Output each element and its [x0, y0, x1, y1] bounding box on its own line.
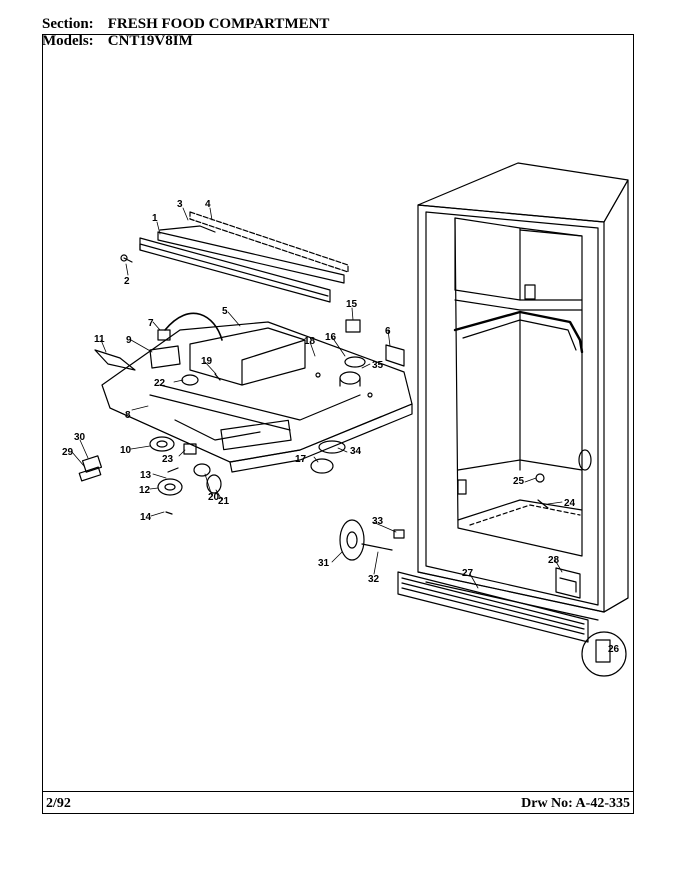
rear-rails — [139, 211, 349, 303]
models-value: CNT19V8IM — [107, 33, 193, 49]
refrigerator-cabinet — [417, 162, 629, 621]
control-housing-cover — [101, 312, 413, 473]
small-parts — [78, 254, 627, 677]
callout-16: 16 — [325, 332, 337, 343]
callout-6: 6 — [385, 326, 391, 337]
callout-10: 10 — [120, 445, 132, 456]
callout-24: 24 — [564, 498, 576, 509]
callout-3: 3 — [177, 199, 183, 210]
callout-33: 33 — [372, 516, 384, 527]
callout-28: 28 — [548, 555, 560, 566]
section-title: FRESH FOOD COMPARTMENT — [107, 16, 330, 32]
footer-rule — [42, 791, 634, 792]
callout-17: 17 — [295, 454, 307, 465]
callout-32: 32 — [368, 574, 380, 585]
callout-22: 22 — [154, 378, 166, 389]
callout-20: 20 — [208, 492, 220, 503]
callout-14: 14 — [140, 512, 152, 523]
callout-30: 30 — [74, 432, 86, 443]
section-label: Section: — [42, 16, 94, 32]
section-header: Section: FRESH FOOD COMPARTMENT — [42, 16, 329, 32]
callout-7: 7 — [148, 318, 154, 329]
footer-date: 2/92 — [46, 796, 71, 811]
callout-27: 27 — [462, 568, 474, 579]
models-label: Models: — [42, 33, 94, 49]
callout-1: 1 — [152, 213, 158, 224]
callout-34: 34 — [350, 446, 362, 457]
callout-18: 18 — [304, 336, 316, 347]
callout-23: 23 — [162, 454, 174, 465]
callout-12: 12 — [139, 485, 151, 496]
callout-21: 21 — [218, 496, 230, 507]
callout-29: 29 — [62, 447, 74, 458]
callout-11: 11 — [94, 334, 105, 345]
callout-leaders — [71, 207, 563, 589]
drawing-frame — [42, 34, 634, 814]
models-header: Models: CNT19V8IM — [42, 33, 193, 49]
callout-8: 8 — [125, 410, 131, 421]
callout-15: 15 — [346, 299, 358, 310]
callout-31: 31 — [318, 558, 330, 569]
callout-35: 35 — [372, 360, 384, 371]
callout-25: 25 — [513, 476, 525, 487]
drawing-number: Drw No: A-42-335 — [521, 796, 630, 811]
callout-13: 13 — [140, 470, 152, 481]
callout-9: 9 — [126, 335, 132, 346]
callout-19: 19 — [201, 356, 213, 367]
callout-4: 4 — [205, 199, 211, 210]
callout-2: 2 — [124, 276, 130, 287]
callout-26: 26 — [608, 644, 620, 655]
callout-numbers: 1 2 3 4 5 6 7 8 9 10 11 12 13 14 15 16 1… — [62, 199, 620, 655]
callout-5: 5 — [222, 306, 228, 317]
